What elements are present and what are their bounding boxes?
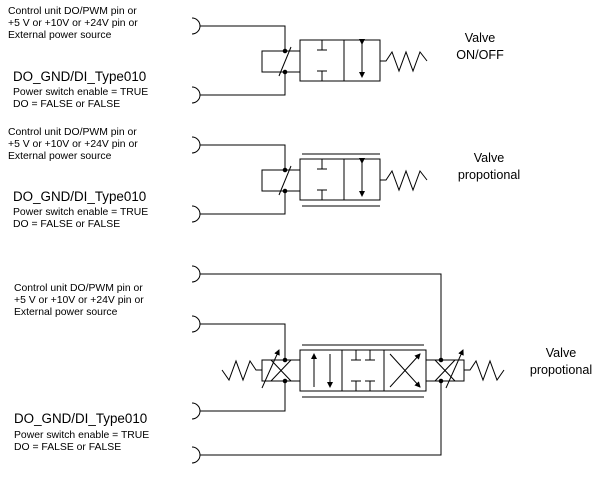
circuit-3-gnd-lines: Power switch enable = TRUE DO = FALSE or… bbox=[14, 430, 149, 454]
source-line: Control unit DO/PWM pin or bbox=[8, 6, 137, 17]
source-line: External power source bbox=[8, 30, 112, 42]
valve-line: Valve bbox=[464, 31, 496, 45]
circuit-1-gnd-lines: Power switch enable = TRUE DO = FALSE or… bbox=[13, 87, 148, 111]
connector-terminal bbox=[191, 86, 201, 104]
gnd-line: Power switch enable = TRUE bbox=[14, 430, 150, 441]
coil-slash bbox=[278, 165, 292, 196]
circuit-2-wiring bbox=[191, 136, 300, 223]
proportional-arrow bbox=[261, 349, 280, 389]
valve-2-symbol bbox=[299, 153, 428, 207]
source-line: Control unit DO/PWM pin or bbox=[14, 283, 143, 294]
circuit-3-wiring bbox=[191, 265, 505, 464]
source-line: +5 V or +10V or +24V pin or bbox=[14, 295, 144, 307]
circuit-2-valve-label: Valve propotional bbox=[452, 150, 526, 184]
valve-line: propotional bbox=[529, 363, 593, 377]
circuit-3-source-label: Control unit DO/PWM pin or +5 V or +10V … bbox=[14, 283, 144, 320]
connector-terminal bbox=[191, 136, 201, 154]
coil-slash bbox=[278, 46, 292, 77]
circuit-1-valve-label: Valve ON/OFF bbox=[450, 30, 510, 64]
source-line: External power source bbox=[8, 151, 112, 163]
circuit-2-gnd-title: DO_GND/DI_Type010 bbox=[13, 189, 147, 204]
source-line: +5 V or +10V or +24V pin or bbox=[8, 18, 138, 30]
valve-line: Valve bbox=[473, 151, 505, 165]
gnd-line: DO = FALSE or FALSE bbox=[14, 442, 122, 454]
source-line: +5 V or +10V or +24V pin or bbox=[8, 139, 138, 151]
connector-terminal bbox=[191, 402, 201, 420]
circuit-3-gnd-title: DO_GND/DI_Type010 bbox=[14, 411, 148, 426]
circuit-2-gnd-lines: Power switch enable = TRUE DO = FALSE or… bbox=[13, 207, 148, 231]
valve-3-symbol bbox=[299, 344, 427, 398]
proportional-arrow bbox=[445, 349, 464, 389]
circuit-1-wiring bbox=[191, 17, 300, 104]
gnd-line: Power switch enable = TRUE bbox=[13, 207, 149, 218]
source-line: External power source bbox=[14, 307, 118, 319]
connector-terminal bbox=[191, 265, 201, 283]
circuit-3-valve-label: Valve propotional bbox=[524, 345, 598, 379]
valve-1-symbol bbox=[299, 39, 428, 82]
circuit-1-source-label: Control unit DO/PWM pin or +5 V or +10V … bbox=[8, 6, 138, 43]
connector-terminal bbox=[191, 446, 201, 464]
gnd-line: DO = FALSE or FALSE bbox=[13, 219, 121, 231]
circuit-1-gnd-title: DO_GND/DI_Type010 bbox=[13, 69, 147, 84]
gnd-line: DO = FALSE or FALSE bbox=[13, 99, 121, 111]
source-line: Control unit DO/PWM pin or bbox=[8, 127, 137, 138]
connector-terminal bbox=[191, 205, 201, 223]
gnd-line: Power switch enable = TRUE bbox=[13, 87, 149, 98]
valve-line: propotional bbox=[457, 168, 521, 182]
valve-line: Valve bbox=[545, 346, 577, 360]
valve-line: ON/OFF bbox=[456, 48, 504, 62]
circuit-2-source-label: Control unit DO/PWM pin or +5 V or +10V … bbox=[8, 127, 138, 164]
connector-terminal bbox=[191, 17, 201, 35]
connector-terminal bbox=[191, 315, 201, 333]
